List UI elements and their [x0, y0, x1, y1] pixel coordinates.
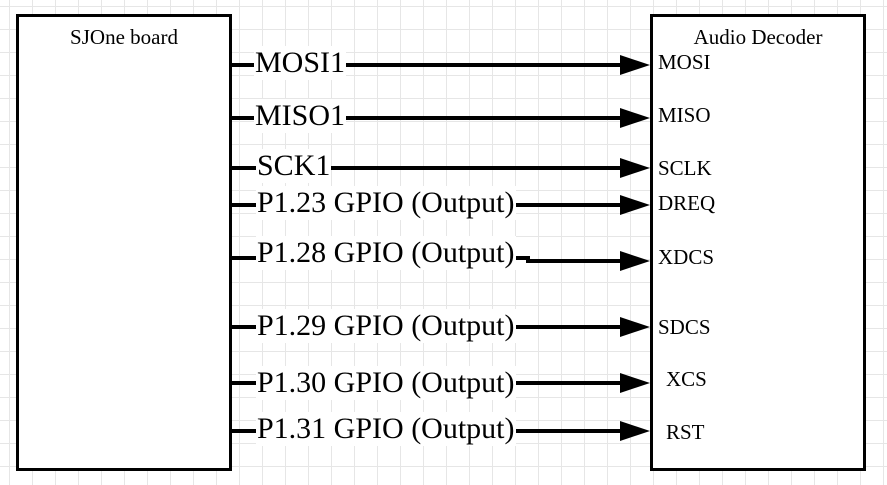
signal-label-p1-30: P1.30 GPIO (Output) [256, 366, 516, 400]
sjone-board-block: SJOne board [16, 14, 232, 471]
pin-label-sdcs: SDCS [658, 315, 711, 339]
pin-label-rst: RST [666, 420, 705, 444]
signal-label-p1-23: P1.23 GPIO (Output) [256, 186, 516, 220]
audio-decoder-title: Audio Decoder [693, 25, 823, 49]
signal-label-p1-31: P1.31 GPIO (Output) [256, 412, 516, 446]
audio-decoder-block: Audio Decoder [650, 14, 866, 471]
pin-label-miso: MISO [658, 103, 711, 127]
signal-label-sck1: SCK1 [256, 149, 332, 183]
pin-label-sclk: SCLK [658, 156, 712, 180]
pin-label-dreq: DREQ [658, 191, 716, 215]
signal-label-p1-29: P1.29 GPIO (Output) [256, 309, 516, 343]
signal-label-p1-28: P1.28 GPIO (Output) [256, 236, 516, 270]
signal-label-miso1: MISO1 [254, 99, 347, 133]
pin-label-mosi: MOSI [658, 50, 711, 74]
signal-label-mosi1: MOSI1 [254, 46, 347, 80]
sjone-board-title: SJOne board [70, 25, 178, 49]
pin-label-xdcs: XDCS [658, 245, 715, 269]
pin-label-xcs: XCS [666, 367, 707, 391]
